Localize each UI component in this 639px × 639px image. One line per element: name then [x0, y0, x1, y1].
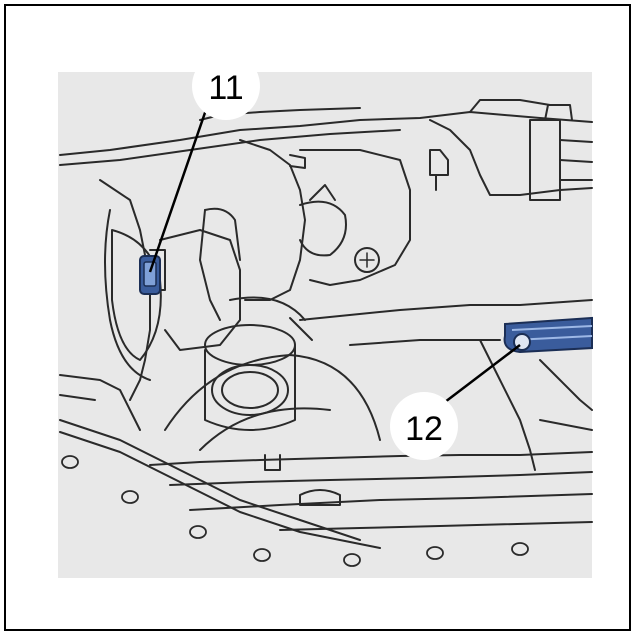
callout-11-label: 11	[208, 69, 243, 107]
callout-12-label: 12	[405, 410, 443, 448]
engine-linework	[59, 99, 593, 549]
fastener-11-highlight	[139, 255, 161, 295]
flange-bolt-holes	[61, 455, 529, 567]
callout-11: 11	[148, 52, 260, 273]
callout-12: 12	[390, 344, 521, 460]
